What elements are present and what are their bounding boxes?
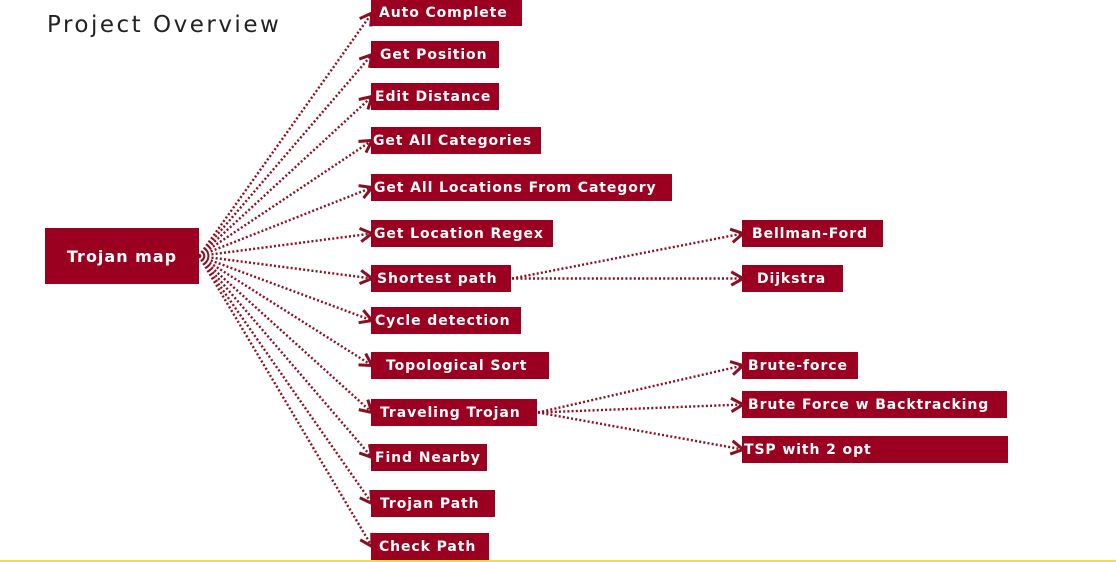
root-node-label: Trojan map: [66, 246, 178, 266]
feature-node-label: Trojan Path: [380, 495, 480, 512]
feature-node-auto-complete[interactable]: Auto Complete: [371, 0, 522, 26]
method-node-tsp-2-opt[interactable]: TSP with 2 opt: [742, 436, 1008, 463]
connector-root-to-feature: [198, 226, 376, 258]
feature-node-get-all-categories[interactable]: Get All Categories: [371, 127, 541, 154]
connector-traveling-trojan-to-method: [537, 360, 746, 414]
connector-root-to-feature: [198, 255, 375, 415]
connector-root-to-feature: [198, 255, 374, 506]
method-node-label: Dijkstra: [757, 270, 827, 287]
feature-node-get-location-regex[interactable]: Get Location Regex: [371, 220, 553, 247]
feature-node-check-path[interactable]: Check Path: [371, 533, 489, 560]
method-node-label: TSP with 2 opt: [744, 441, 872, 458]
feature-node-topological-sort[interactable]: Topological Sort: [371, 352, 549, 379]
connector-traveling-trojan-to-method: [537, 396, 747, 414]
connector-root-to-feature: [198, 254, 375, 368]
connector-root-to-feature: [198, 10, 374, 257]
method-node-brute-force[interactable]: Brute-force: [742, 352, 858, 379]
feature-node-get-all-locations-from-category[interactable]: Get All Locations From Category: [371, 174, 672, 201]
page-title: Project Overview: [47, 12, 282, 38]
connector-root-to-feature: [198, 254, 376, 286]
method-node-brute-force-backtracking[interactable]: Brute Force w Backtracking: [742, 391, 1007, 418]
feature-node-label: Traveling Trojan: [380, 404, 521, 421]
feature-node-trojan-path[interactable]: Trojan Path: [371, 490, 495, 517]
connector-shortest-path-to-method: [511, 227, 746, 280]
feature-node-label: Get Position: [380, 46, 488, 63]
feature-node-label: Get Location Regex: [374, 225, 544, 242]
feature-node-shortest-path[interactable]: Shortest path: [371, 265, 511, 292]
connector-root-to-feature: [198, 52, 374, 257]
feature-node-label: Get All Categories: [373, 132, 533, 149]
feature-node-label: Shortest path: [377, 270, 498, 287]
connector-root-to-feature: [198, 184, 375, 258]
connector-root-to-feature: [198, 255, 374, 460]
feature-node-label: Auto Complete: [379, 5, 508, 21]
feature-node-label: Topological Sort: [386, 357, 528, 374]
method-node-label: Bellman-Ford: [752, 225, 868, 242]
feature-node-find-nearby[interactable]: Find Nearby: [371, 444, 487, 471]
method-node-label: Brute Force w Backtracking: [748, 396, 990, 413]
connector-root-to-feature: [198, 138, 375, 257]
feature-node-label: Find Nearby: [375, 449, 481, 466]
connector-traveling-trojan-to-method: [537, 411, 746, 456]
connector-root-to-feature: [198, 254, 375, 325]
feature-node-cycle-detection[interactable]: Cycle detection: [371, 307, 521, 334]
root-node-trojan-map[interactable]: Trojan map: [45, 228, 199, 284]
feature-node-label: Check Path: [379, 538, 477, 555]
method-node-dijkstra[interactable]: Dijkstra: [742, 265, 843, 292]
bottom-rule: [0, 560, 1116, 562]
connector-root-to-feature: [197, 255, 374, 550]
method-node-label: Brute-force: [748, 357, 848, 374]
connector-root-to-feature: [198, 94, 375, 257]
feature-node-label: Cycle detection: [375, 312, 511, 329]
feature-node-label: Edit Distance: [375, 88, 492, 105]
feature-node-get-position[interactable]: Get Position: [371, 41, 499, 68]
feature-node-traveling-trojan[interactable]: Traveling Trojan: [371, 399, 537, 426]
feature-node-label: Get All Locations From Category: [374, 179, 657, 196]
feature-node-edit-distance[interactable]: Edit Distance: [371, 83, 499, 110]
method-node-bellman-ford[interactable]: Bellman-Ford: [742, 220, 883, 247]
